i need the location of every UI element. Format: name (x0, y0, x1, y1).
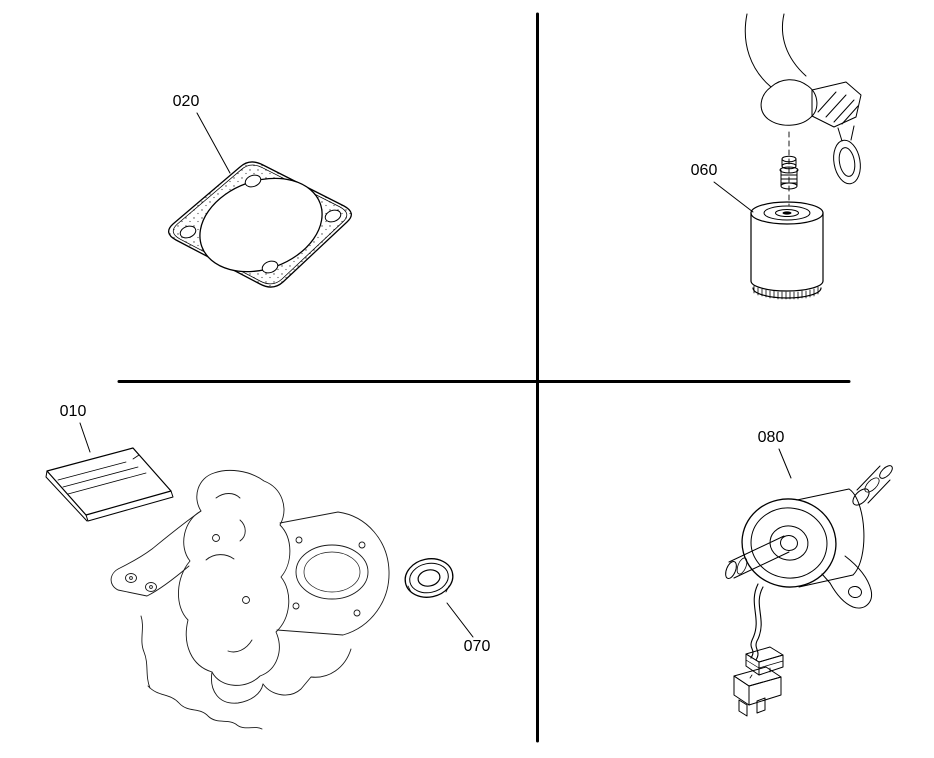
gasket-illustration (168, 112, 352, 288)
part-label-060: 060 (690, 162, 718, 179)
leader-line-020 (196, 112, 231, 174)
divider-lines (117, 12, 851, 743)
grommet-illustration (404, 558, 474, 638)
leader-line-080 (778, 448, 792, 479)
part-label-080: 080 (757, 429, 785, 446)
leader-line-070 (446, 602, 474, 638)
part-label-010: 010 (59, 403, 87, 420)
part-label-070: 070 (463, 638, 491, 655)
oil-filter-illustration (713, 13, 862, 300)
engine-block-illustration (110, 469, 390, 730)
leader-line-010 (79, 422, 91, 453)
leader-line-060 (713, 181, 754, 213)
fuel-pump-illustration (725, 448, 893, 717)
manual-illustration (45, 422, 174, 522)
part-label-020: 020 (172, 93, 200, 110)
